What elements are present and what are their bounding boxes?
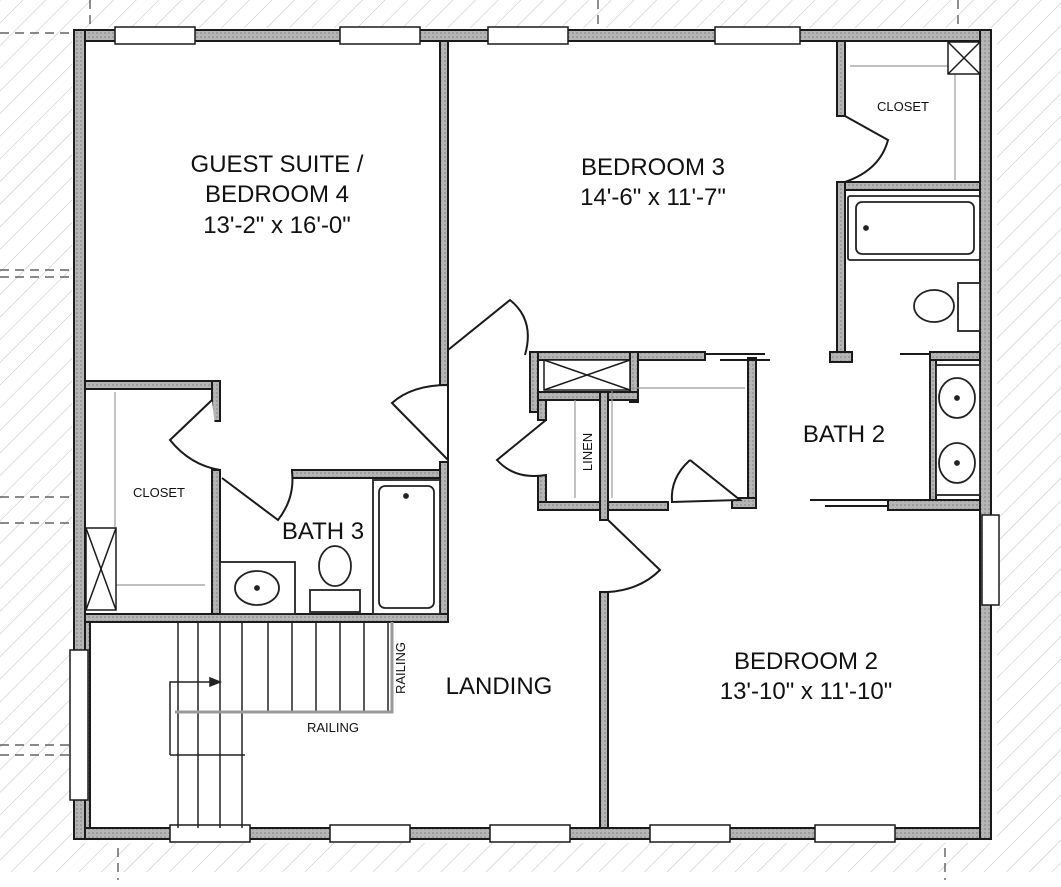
door-bed3 <box>447 298 529 356</box>
window-top-3 <box>487 26 569 45</box>
window-left <box>69 649 89 801</box>
door-hall-closet <box>670 459 743 504</box>
railing <box>175 622 394 714</box>
bathtub-bath3 <box>372 479 441 615</box>
doors <box>168 115 890 593</box>
bath3-label: BATH 3 <box>282 518 364 545</box>
wall-bed3-bath2-stub <box>829 351 853 363</box>
wall-bath2-counter-top <box>929 351 981 361</box>
dashed-grid-lines <box>0 0 959 880</box>
window-bottom-4 <box>649 824 731 843</box>
wall-guest-closet-top <box>84 380 221 390</box>
wall-linen-divider <box>599 391 609 521</box>
door-guest <box>390 384 449 463</box>
vanity-bath3 <box>219 561 296 615</box>
sliding-doors <box>705 353 930 507</box>
wall-landing-top <box>84 613 449 623</box>
door-linen <box>495 419 547 477</box>
wall-guest-bed3 <box>439 40 449 386</box>
wall-linen-closet-left <box>537 399 547 421</box>
exterior-wall-left <box>73 29 86 840</box>
vanity-bath2 <box>935 364 981 496</box>
window-top-4 <box>714 26 801 45</box>
wall-bath2-bottom <box>887 499 981 511</box>
toilet-bath2 <box>913 282 981 332</box>
wall-closet-bath3 <box>211 469 221 621</box>
windows <box>69 26 1000 843</box>
wall-bath2-vanity-left <box>929 359 937 501</box>
window-top-1 <box>114 26 196 45</box>
railing-horizontal-label: RAILING <box>307 720 359 735</box>
wall-hall-right <box>747 357 757 509</box>
closet-bed3-label: CLOSET <box>877 99 929 114</box>
exterior-wall-right <box>979 29 992 840</box>
landing-label: LANDING <box>446 673 553 700</box>
staircase <box>169 622 389 828</box>
window-bottom-5 <box>814 824 896 843</box>
wall-linen-box-bottom <box>537 391 639 401</box>
window-bottom-3 <box>489 824 571 843</box>
room-labels: GUEST SUITE / BEDROOM 4 13'-2" x 16'-0" … <box>133 99 929 735</box>
door-bath3 <box>221 471 294 522</box>
wall-bedroom2-left <box>599 591 609 829</box>
wall-bath3-top <box>291 469 449 479</box>
wall-bath3-right <box>439 461 449 623</box>
window-right <box>981 514 1000 606</box>
fixtures <box>219 195 981 615</box>
bedroom2-label: BEDROOM 2 <box>734 648 878 675</box>
bath2-label: BATH 2 <box>803 421 885 448</box>
toilet-bath3 <box>309 545 361 613</box>
wall-bed3-closet-bottom <box>844 181 981 191</box>
closet-guest-label: CLOSET <box>133 485 185 500</box>
window-top-2 <box>339 26 421 45</box>
door-bedroom2 <box>607 519 662 593</box>
wall-hall-bottom <box>731 497 757 509</box>
guest-suite-label-1: GUEST SUITE / <box>191 151 364 178</box>
bedroom3-size: 14'-6" x 11'-7" <box>580 184 726 211</box>
bedroom3-label: BEDROOM 3 <box>581 154 725 181</box>
bedroom2-size: 13'-10" x 11'-10" <box>720 678 893 705</box>
linen-label: LINEN <box>580 433 595 471</box>
bathtub-bath2 <box>847 195 981 261</box>
chase-boxes <box>85 41 981 611</box>
railing-vertical-label: RAILING <box>393 642 408 694</box>
wall-bed3-bath2 <box>836 181 846 361</box>
door-guest-closet <box>168 399 221 471</box>
wall-bed3-closet-left <box>836 40 846 117</box>
guest-suite-label-2: BEDROOM 4 <box>205 181 349 208</box>
window-bottom-1 <box>169 824 251 843</box>
window-bottom-2 <box>329 824 411 843</box>
door-bed3-closet <box>844 115 890 183</box>
wall-linen-left <box>529 351 539 413</box>
wall-linen-top <box>529 351 706 361</box>
guest-suite-size: 13'-2" x 16'-0" <box>203 212 351 239</box>
